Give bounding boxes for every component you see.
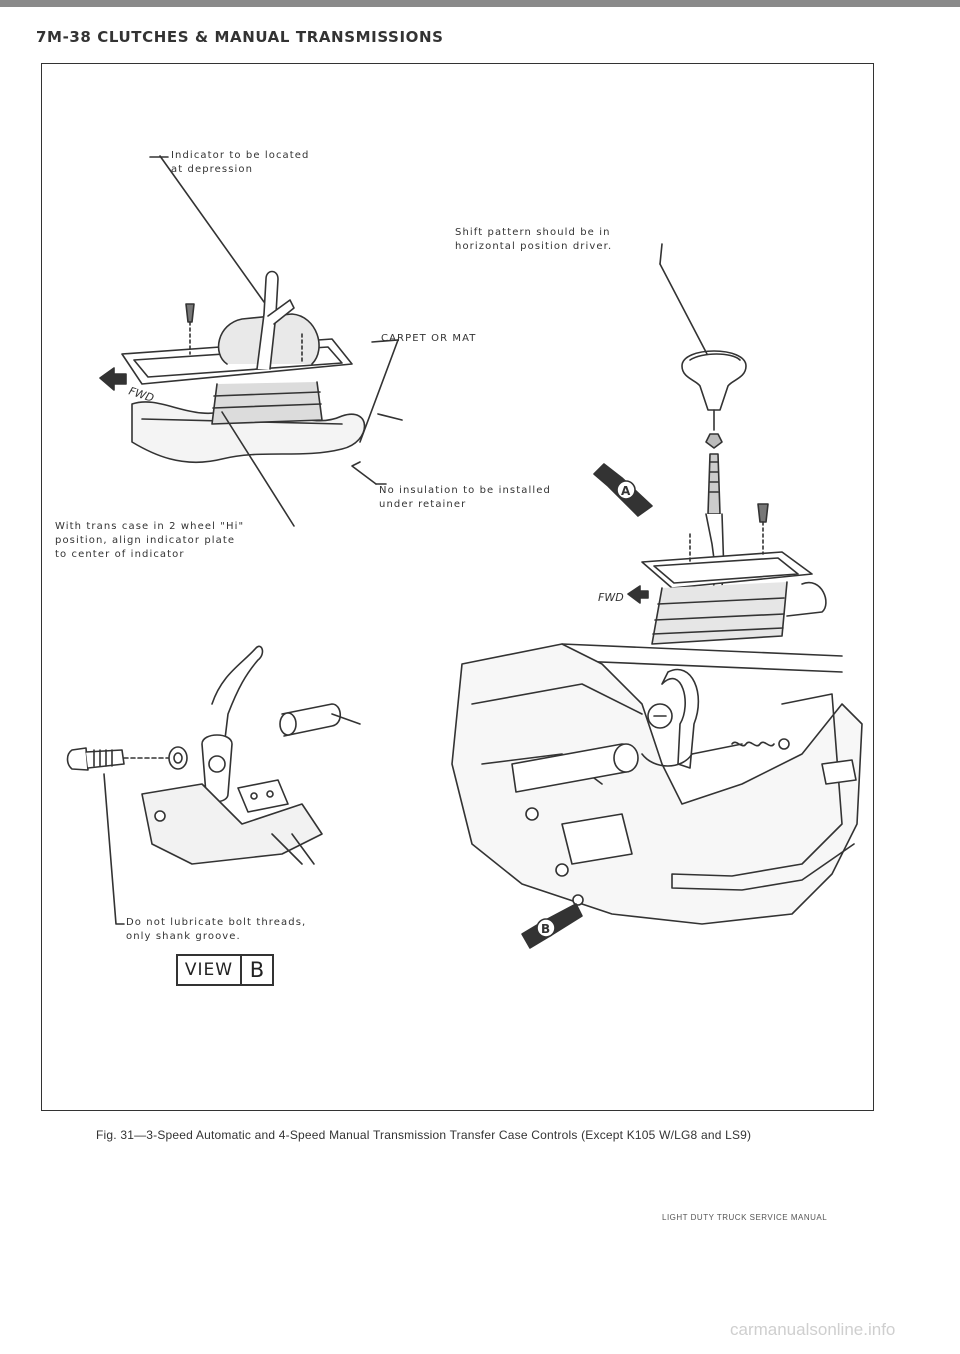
callout-lubricate-line1: Do not lubricate bolt threads,	[126, 917, 307, 928]
view-label-word: VIEW	[178, 956, 242, 984]
callout-indicator-line1: Indicator to be located	[171, 150, 310, 161]
view-b-label: VIEW B	[176, 954, 274, 986]
callout-carpet: CARPET OR MAT	[381, 332, 477, 346]
callout-shift-line1: Shift pattern should be in	[455, 227, 611, 238]
view-a-letter: A	[621, 484, 631, 498]
callout-carpet-text: CARPET OR MAT	[381, 333, 477, 344]
view-b-letter: B	[541, 922, 550, 936]
shift-lever-right	[551, 453, 843, 673]
callout-align: With trans case in 2 wheel "Hi" position…	[55, 520, 244, 562]
view-a-marker: A	[593, 463, 653, 517]
callout-lubricate-line2: only shank groove.	[126, 931, 241, 942]
callout-indicator-line2: at depression	[171, 164, 254, 175]
watermark: carmanualsonline.info	[730, 1320, 896, 1339]
shift-knob	[681, 350, 747, 449]
transfer-case-controls-drawing: FWD	[66, 155, 863, 949]
callout-shift-pattern: Shift pattern should be in horizontal po…	[455, 226, 612, 254]
shift-pattern-leader	[659, 263, 708, 355]
page-header: 7M-38 CLUTCHES & MANUAL TRANSMISSIONS	[36, 28, 444, 46]
shift-boot-assembly-left	[121, 155, 403, 527]
callout-shift-line2: horizontal position driver.	[455, 241, 613, 252]
callout-lubricate: Do not lubricate bolt threads, only shan…	[126, 916, 306, 944]
callout-align-line2: position, align indicator plate	[55, 535, 236, 546]
callout-align-line3: to center of indicator	[55, 549, 185, 560]
view-label-letter: B	[249, 958, 265, 982]
fwd-arrow-right: FWD	[598, 585, 649, 604]
callout-insulation: No insulation to be installed under reta…	[379, 484, 551, 512]
fwd-label-right: FWD	[598, 591, 624, 604]
figure-caption: Fig. 31—3-Speed Automatic and 4-Speed Ma…	[96, 1128, 752, 1142]
callout-align-line1: With trans case in 2 wheel "Hi"	[55, 521, 245, 532]
view-b-marker: B	[521, 903, 583, 949]
callout-insulation-line1: No insulation to be installed	[379, 485, 551, 496]
footer-manual-title: LIGHT DUTY TRUCK SERVICE MANUAL	[662, 1213, 828, 1222]
view-b-detail	[66, 645, 361, 925]
callout-insulation-line2: under retainer	[379, 499, 467, 510]
figure-frame: FWD	[41, 63, 874, 1111]
top-rule	[0, 0, 960, 7]
transfer-case-body	[451, 643, 863, 925]
callout-indicator: Indicator to be located at depression	[171, 149, 310, 177]
